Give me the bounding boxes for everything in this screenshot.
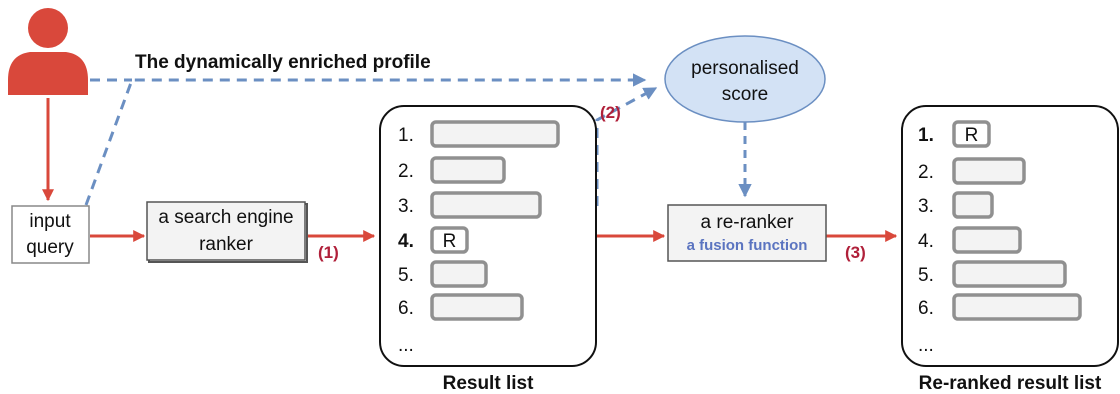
result_list-item-bar — [430, 120, 560, 148]
reranked-list-panel: 1. R 2. 3. 4. 5. 6.... — [901, 105, 1119, 367]
reranked_list-item-bar — [952, 226, 1022, 254]
personalised-score-line2: score — [722, 84, 768, 105]
reranked-list-caption: Re-ranked result list — [919, 373, 1102, 394]
step-label-1: (1) — [318, 243, 339, 262]
reranked_list-item-bar — [952, 191, 994, 219]
reranked_list-rank-3: 3. — [918, 196, 934, 217]
result_list-relevant-marker: R — [443, 231, 457, 252]
result_list-item-bar — [430, 156, 506, 184]
result_list-item-bar — [430, 293, 524, 321]
user-icon — [8, 8, 88, 95]
search-engine-line2: ranker — [199, 234, 254, 255]
result_list-rank-2: 2. — [398, 161, 414, 182]
reranked_list-rank-5: 5. — [918, 265, 934, 286]
result-list-items: 1. 2. 3. 4. R 5. 6.... — [398, 120, 560, 356]
result_list-rank-5: 5. — [398, 265, 414, 286]
search-engine-ranker-box: a search engine ranker — [146, 201, 308, 263]
personalised-score-node: personalised score — [664, 35, 826, 123]
result_list-rank-3: 3. — [398, 196, 414, 217]
result_list-rank-4: 4. — [398, 231, 414, 252]
result_list-rank-7: ... — [398, 335, 414, 356]
input-query-line2: query — [26, 237, 74, 258]
result_list-rank-1: 1. — [398, 125, 414, 146]
reranked_list-item-bar — [952, 157, 1026, 185]
reranked_list-rank-6: 6. — [918, 298, 934, 319]
result_list-rank-6: 6. — [398, 298, 414, 319]
reranker-subtitle: a fusion function — [687, 237, 808, 254]
input-query-box: input query — [11, 205, 90, 264]
reranked_list-rank-4: 4. — [918, 231, 934, 252]
reranked_list-item-bar — [952, 260, 1067, 288]
result_list-relevant-item — [430, 226, 469, 254]
result_list-item-bar — [430, 260, 488, 288]
step-label-2: (2) — [600, 103, 621, 122]
reranked_list-relevant-marker: R — [965, 125, 979, 146]
profile-label: The dynamically enriched profile — [135, 52, 431, 73]
reranked_list-rank-7: ... — [918, 335, 934, 356]
reranked_list-item-bar — [952, 293, 1082, 321]
result-list-caption: Result list — [443, 373, 534, 394]
reranker-title: a re-ranker — [701, 212, 795, 233]
search-engine-line1: a search engine — [158, 207, 293, 228]
reranker-box: a re-ranker a fusion function — [667, 204, 827, 262]
input-query-line1: input — [29, 211, 71, 232]
reranked-list-items: 1. R 2. 3. 4. 5. 6.... — [918, 120, 1082, 356]
reranked_list-relevant-item — [952, 120, 991, 148]
result-to-score-dashed-arrow — [595, 86, 658, 206]
step-label-3: (3) — [845, 243, 866, 262]
personalised-score-line1: personalised — [691, 58, 799, 79]
reranked_list-rank-1: 1. — [918, 125, 934, 146]
result-list-panel: 1. 2. 3. 4. R 5. 6.... — [379, 105, 597, 367]
result_list-item-bar — [430, 191, 542, 219]
reranked_list-rank-2: 2. — [918, 162, 934, 183]
